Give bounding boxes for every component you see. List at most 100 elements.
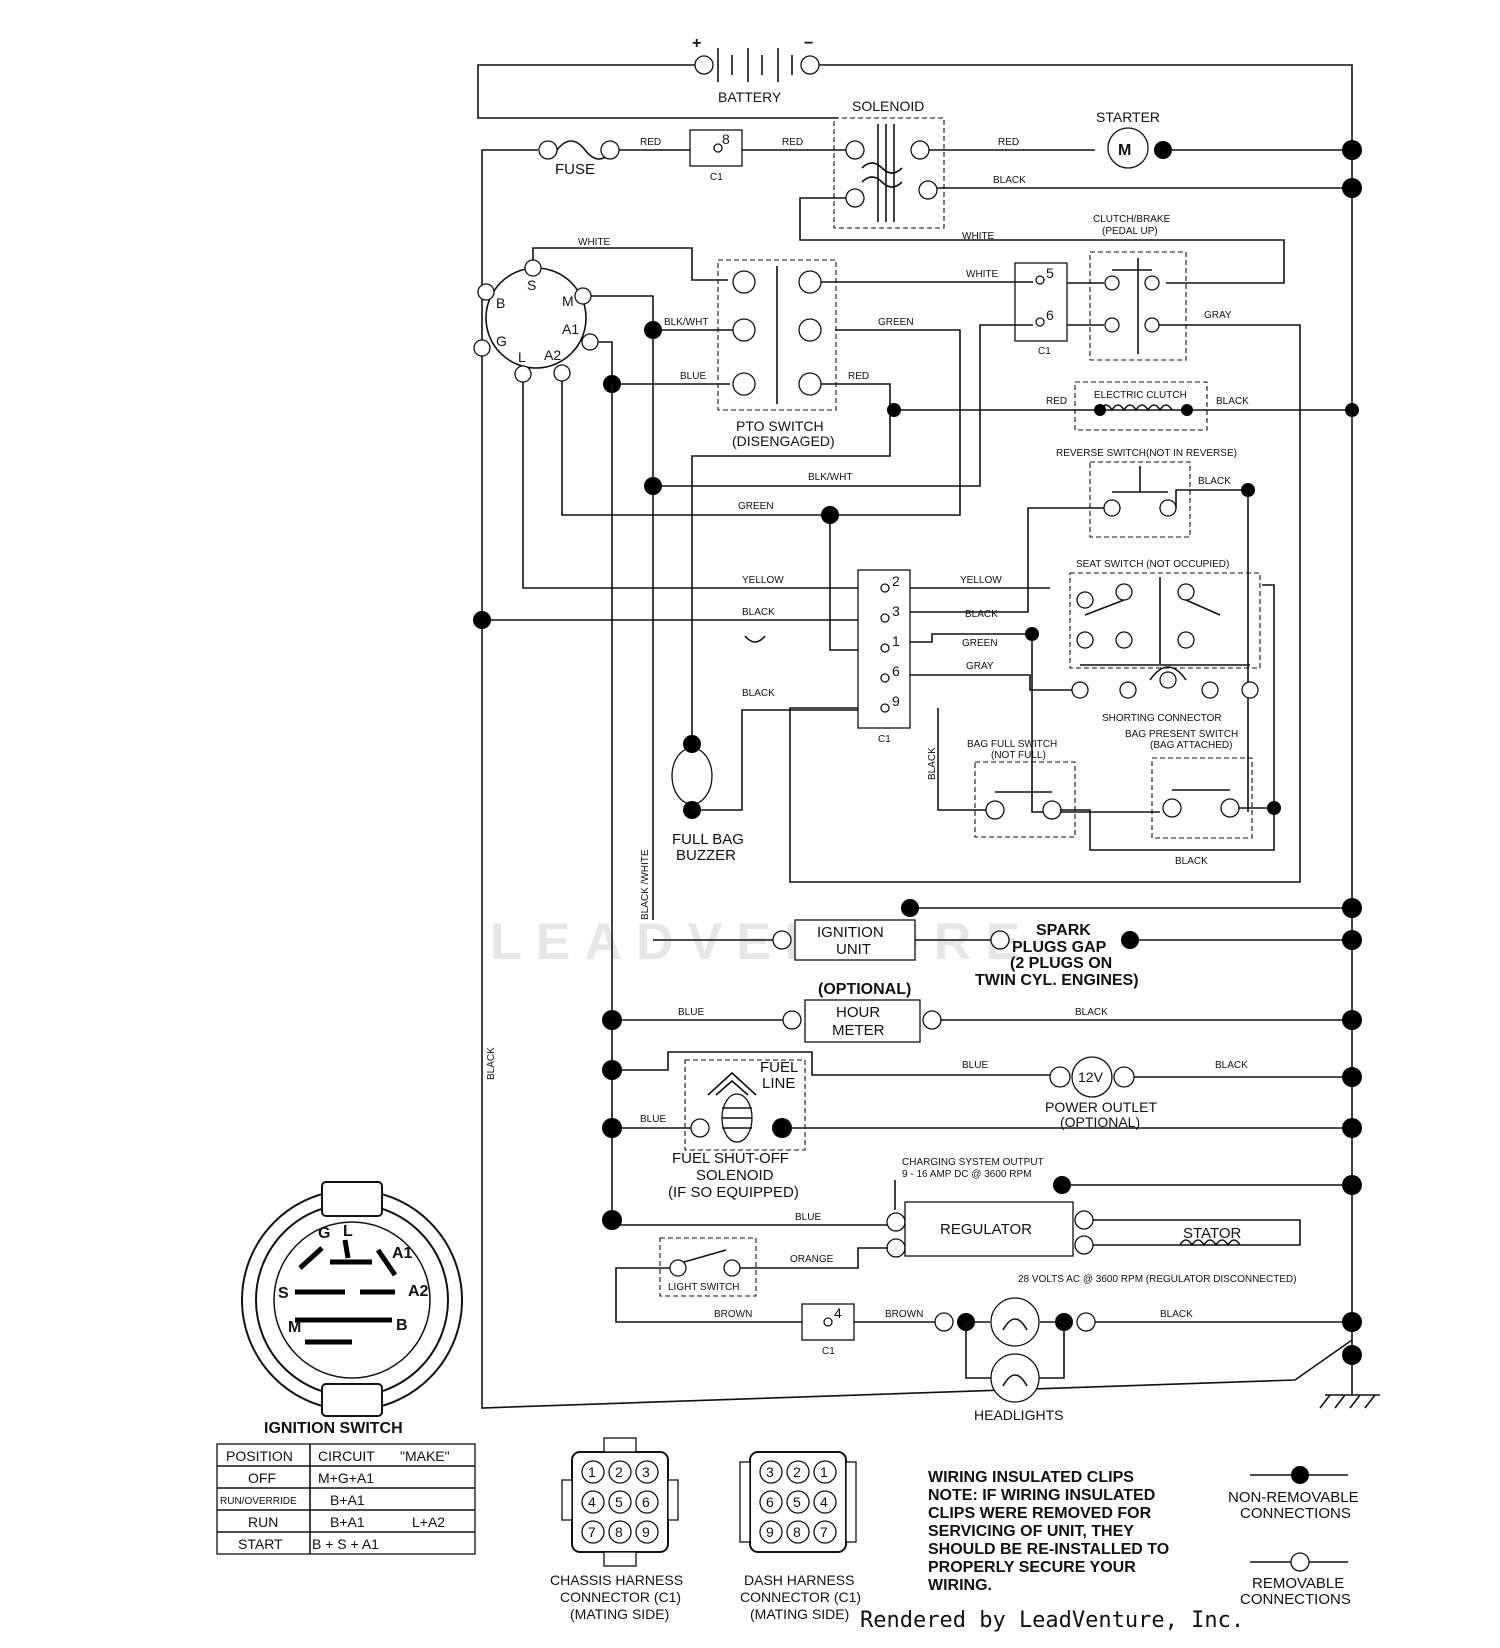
bag-present-label-1: BAG PRESENT SWITCH xyxy=(1125,729,1238,740)
left-junctions: BLACK /WHITE BLACK xyxy=(473,321,901,1220)
chassis-pin-circle xyxy=(635,1460,659,1484)
chassis-label-2: CONNECTOR (C1) xyxy=(560,1589,681,1605)
hour-meter: (OPTIONAL) HOUR METER BLUE BLACK xyxy=(612,981,1352,1043)
seat-switch: SEAT SWITCH (NOT OCCUPIED) xyxy=(1069,559,1261,669)
wire-black-headlight: BLACK xyxy=(1160,1309,1193,1320)
ignition-switch-title: IGNITION SWITCH xyxy=(264,1420,403,1437)
ignition-unit-label-2: UNIT xyxy=(836,941,871,958)
electric-clutch: ELECTRIC CLUTCH RED BLACK xyxy=(890,381,1352,431)
starter-symbol: M xyxy=(1118,142,1131,159)
spark-plugs-2: PLUGS GAP xyxy=(1012,939,1107,956)
wire-black-buzzer: BLACK xyxy=(742,688,775,699)
reverse-switch-label: REVERSE SWITCH(NOT IN REVERSE) xyxy=(1056,448,1237,459)
c1-main-connector: 2 3 1 6 9 C1 YELLOW YELLOW BLACK BLACK G… xyxy=(482,569,1050,745)
power-outlet-label-2: (OPTIONAL) xyxy=(1060,1114,1140,1130)
dash-pin-circle xyxy=(786,1520,810,1544)
buzzer-label-2: BUZZER xyxy=(676,847,736,864)
wire-black-vertical: BLACK xyxy=(927,747,938,780)
seat-switch-label: SEAT SWITCH (NOT OCCUPIED) xyxy=(1076,559,1229,570)
light-switch-label: LIGHT SWITCH xyxy=(668,1282,739,1293)
note-line-1: WIRING INSULATED CLIPS xyxy=(928,1469,1134,1486)
ign-term-a1: A1 xyxy=(562,321,579,337)
note-line-2: NOTE: IF WIRING INSULATED xyxy=(928,1487,1155,1504)
headlights-label: HEADLIGHTS xyxy=(974,1407,1063,1423)
bag-switches: BAG FULL SWITCH (NOT FULL) BAG PRESENT S… xyxy=(927,584,1281,867)
c1-main-pin-9: 9 xyxy=(892,693,900,709)
legend-non-removable-1: NON-REMOVABLE xyxy=(1228,1489,1359,1506)
wire-white-pto: WHITE xyxy=(966,269,999,280)
ign-term-l: L xyxy=(518,349,526,365)
table-header-circuit: CIRCUIT xyxy=(318,1448,375,1464)
dash-pin-label: 2 xyxy=(793,1464,801,1480)
legend-removable-2: CONNECTIONS xyxy=(1240,1591,1351,1608)
light-switch: LIGHT SWITCH ORANGE BROWN 4 C1 BROWN xyxy=(615,1237,936,1357)
regulator-label: REGULATOR xyxy=(940,1221,1032,1238)
wire-blue-outlet: BLUE xyxy=(962,1060,988,1071)
dash-pin-label: 1 xyxy=(820,1464,828,1480)
wire-red-starter: RED xyxy=(998,137,1019,148)
right-bus-junctions xyxy=(602,140,1362,1365)
wire-blkwht-pto: BLK/WHT xyxy=(664,317,708,328)
wire-blkwht-mid: BLK/WHT xyxy=(808,472,852,483)
c1-label-8: C1 xyxy=(710,172,723,183)
bag-present-label-2: (BAG ATTACHED) xyxy=(1150,740,1232,751)
ignition-unit: IGNITION UNIT SPARK PLUGS GAP (2 PLUGS O… xyxy=(653,899,1352,989)
wire-blue-hour: BLUE xyxy=(678,1007,704,1018)
spark-plugs-3: (2 PLUGS ON xyxy=(1010,955,1112,972)
charging-output-2: 9 - 16 AMP DC @ 3600 RPM xyxy=(902,1169,1031,1180)
ign-face-g: G xyxy=(318,1225,330,1242)
chassis-pin-circle xyxy=(608,1520,632,1544)
chassis-label-1: CHASSIS HARNESS xyxy=(550,1572,683,1588)
note-line-5: SHOULD BE RE-INSTALLED TO xyxy=(928,1541,1169,1558)
ign-term-m: M xyxy=(562,293,574,309)
wire-blue-regulator: BLUE xyxy=(795,1212,821,1223)
regulator-stator: CHARGING SYSTEM OUTPUT 9 - 16 AMP DC @ 3… xyxy=(612,1157,1352,1285)
table-row-start-circ: B + S + A1 xyxy=(312,1536,379,1552)
power-outlet-label-1: POWER OUTLET xyxy=(1045,1099,1157,1115)
spark-plugs-1: SPARK xyxy=(1036,922,1091,939)
dash-pin-circle xyxy=(813,1460,837,1484)
wire-red-clutch: RED xyxy=(1046,396,1067,407)
bag-full-label-1: BAG FULL SWITCH xyxy=(967,739,1057,750)
wire-black-bag: BLACK xyxy=(1175,856,1208,867)
hour-meter-label-2: METER xyxy=(832,1022,885,1039)
reverse-switch: REVERSE SWITCH(NOT IN REVERSE) BLACK xyxy=(888,448,1255,812)
legend-non-removable-2: CONNECTIONS xyxy=(1240,1505,1351,1522)
wire-brown-right: BROWN xyxy=(885,1309,923,1320)
note-line-6: PROPERLY SECURE YOUR xyxy=(928,1559,1136,1576)
dash-pin-label: 3 xyxy=(766,1464,774,1480)
battery-plus: + xyxy=(692,35,701,52)
table-row-run-circ: B+A1 xyxy=(330,1514,365,1530)
chassis-pin-label: 2 xyxy=(615,1464,623,1480)
chassis-pin-circle xyxy=(581,1520,605,1544)
wire-gray-c1: GRAY xyxy=(966,661,994,672)
clutch-brake-label-1: CLUTCH/BRAKE xyxy=(1093,214,1171,225)
chassis-pin-label: 7 xyxy=(588,1524,596,1540)
dash-pin-circle xyxy=(786,1460,810,1484)
chassis-pin-label: 9 xyxy=(642,1524,650,1540)
dash-pin-label: 4 xyxy=(820,1494,828,1510)
wire-green-pto: GREEN xyxy=(878,317,914,328)
wire-blue-pto: BLUE xyxy=(680,371,706,382)
wire-black-white-vertical: BLACK /WHITE xyxy=(640,849,651,920)
starter: M STARTER RED BLACK WHITE xyxy=(799,109,1352,284)
dash-label-1: DASH HARNESS xyxy=(744,1572,854,1588)
table-row-off-circ: M+G+A1 xyxy=(318,1470,374,1486)
chassis-pin-circle xyxy=(635,1490,659,1514)
dash-pin-circle xyxy=(813,1520,837,1544)
fuse: FUSE 8 C1 RED RED xyxy=(538,129,846,183)
c1-main-pin-3: 3 xyxy=(892,603,900,619)
table-row-override-circ: B+A1 xyxy=(330,1492,365,1508)
fuel-solenoid-2: SOLENOID xyxy=(696,1167,774,1184)
electric-clutch-label: ELECTRIC CLUTCH xyxy=(1094,390,1187,401)
chassis-pin-label: 5 xyxy=(615,1494,623,1510)
table-row-run-pos: RUN xyxy=(248,1514,278,1530)
wire-black-frame: BLACK xyxy=(486,1047,497,1080)
dash-pin-label: 6 xyxy=(766,1494,774,1510)
ign-face-m: M xyxy=(288,1319,301,1336)
chassis-pin-label: 1 xyxy=(588,1464,596,1480)
ignition-unit-label-1: IGNITION xyxy=(817,924,884,941)
fuel-solenoid-3: (IF SO EQUIPPED) xyxy=(668,1184,799,1201)
ignition-switch-face: G L A1 S A2 M B IGNITION SWITCH xyxy=(241,1181,463,1437)
